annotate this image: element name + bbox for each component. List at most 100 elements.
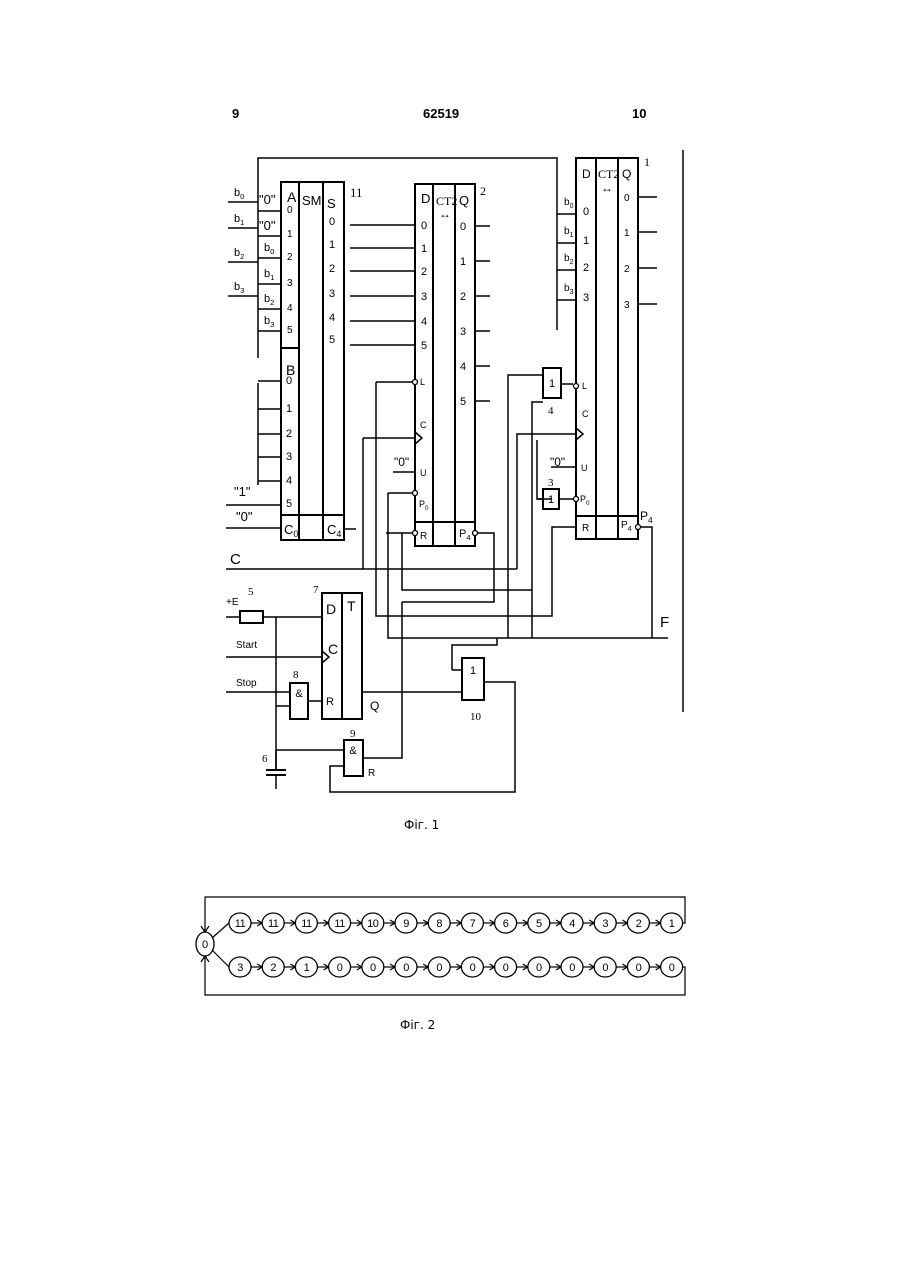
flipflop-q-out: Q [370,699,379,713]
clock-to-counter1 [517,434,576,569]
stop-label: Stop [236,678,257,689]
bottom-row-node-label: 3 [237,962,243,974]
counter2-d-pin: 2 [421,266,427,278]
inversion-dot [413,491,418,496]
top-row-node-label: 11 [235,918,246,930]
counter1-c-pin: C [582,409,589,419]
bottom-row-node-label: 2 [270,962,276,974]
clock-signal-label: C [230,551,241,568]
counter1-r-pin: R [582,523,589,534]
adder-a-const-input: "0" [259,218,276,233]
inversion-dot [574,497,579,502]
bottom-row-node-label: 0 [337,962,343,974]
gate-or10-symbol: 1 [470,665,476,677]
figure-2-caption: Фіг. 2 [400,1018,435,1032]
wire [363,602,402,758]
clock-marker [576,428,583,440]
counter2-title: CT2 [436,194,457,208]
adder-s-pin: 3 [329,288,335,300]
adder-s-pin: 2 [329,263,335,275]
flipflop-r: R [326,696,334,708]
counter2-l-pin: L [420,377,425,387]
adder-a-const-input: "0" [259,192,276,207]
counter2-q-pin: 0 [460,221,466,233]
top-row-node-label: 10 [367,918,379,930]
adder-b-pin: 0 [286,375,292,387]
labels: ASMS11BC0C4012345012345012345b0b1b2b3"0"… [226,155,669,779]
adder-title: SM [302,193,322,208]
adder-a-input-label: b3 [264,315,274,329]
counter1-d-input: b1 [564,226,574,239]
top-row-node-label: 6 [503,918,509,930]
counter2-d-pin: 3 [421,291,427,303]
supply-label: +E [226,597,239,608]
top-row-node-label: 9 [403,918,409,930]
counter2-q-pin: 2 [460,291,466,303]
counter1-q-pin: 3 [624,300,630,311]
resistor-ref: 5 [248,586,254,598]
gate-not3-symbol: 1 [548,494,554,506]
counter1-q-pin: 1 [624,228,630,239]
counter2-q-pin: 4 [460,361,466,373]
counter1-q-pin: 2 [624,264,630,275]
top-row-node-label: 11 [301,918,312,930]
gate-or4-ref: 4 [548,405,554,417]
counter2-r-pin: R [420,531,427,542]
counter2-q-pin: 3 [460,326,466,338]
counter1-d: D [582,167,591,181]
adder-s-pin: 1 [329,239,335,251]
counter1-u-const: "0" [550,455,565,469]
bottom-row-node-label: 0 [370,962,376,974]
adder-a-input-label: b0 [264,242,274,256]
gate-and8-ref: 8 [293,669,299,681]
counter2-u-pin: U [420,468,427,478]
counter2-d-pin: 5 [421,340,427,352]
flipflop-c: C [328,641,338,657]
adder-carry-out: C4 [327,522,341,539]
counter1-d-input: b2 [564,253,574,266]
adder-a-pin: 4 [287,303,293,314]
bottom-row-node-label: 0 [669,962,675,974]
wire [532,402,543,638]
top-row-node-label: 8 [436,918,442,930]
counter1-d-input: b3 [564,283,574,296]
top-row-node-label: 3 [602,918,608,930]
adder-b-pin: 5 [286,498,292,510]
adder-s-pin: 4 [329,312,335,324]
top-row-node-label: 2 [636,918,642,930]
counter2-ref: 2 [480,184,486,198]
counter1-d-pin: 3 [583,292,589,304]
output-f-label: F [660,614,669,631]
bidirectional-arrow-icon: ↔ [601,181,613,195]
counter1-title: CT2 [598,167,619,181]
counter1-d-input: b0 [564,197,574,210]
counter2-d-pin: 0 [421,220,427,232]
counter2-q-pin: 1 [460,256,466,268]
flipflop-d: D [326,601,336,617]
bidirectional-arrow-icon: ↔ [439,207,451,221]
counter1-p-pin: P0 [580,494,590,507]
counter2-q: Q [459,193,469,208]
clock-marker [415,432,422,444]
adder-b-const-1: "1" [234,484,251,499]
top-row-node-label: 7 [470,918,476,930]
gate-or4-symbol: 1 [549,378,555,390]
gate-and9-symbol: & [349,745,357,757]
flipflop-ref: 7 [313,584,319,596]
top-bus [258,158,557,358]
inversion-dot [413,380,418,385]
adder-a-pin: 0 [287,205,293,216]
bottom-row-node-label: 0 [403,962,409,974]
adder-b-pin: 3 [286,451,292,463]
counter1-p4-output: P4 [640,509,653,525]
top-row-node-label: 1 [669,918,675,930]
counter1-p4-pin: P4 [621,520,632,533]
top-row-node-label: 4 [569,918,575,930]
inversion-dot [636,525,641,530]
bottom-row-node-label: 0 [636,962,642,974]
counter2-p-pin: P0 [419,499,429,512]
counter2-d-pin: 4 [421,316,427,328]
state-diagram: 0111111111098765432132100000000000 [196,897,685,995]
bottom-row-node-label: 0 [536,962,542,974]
